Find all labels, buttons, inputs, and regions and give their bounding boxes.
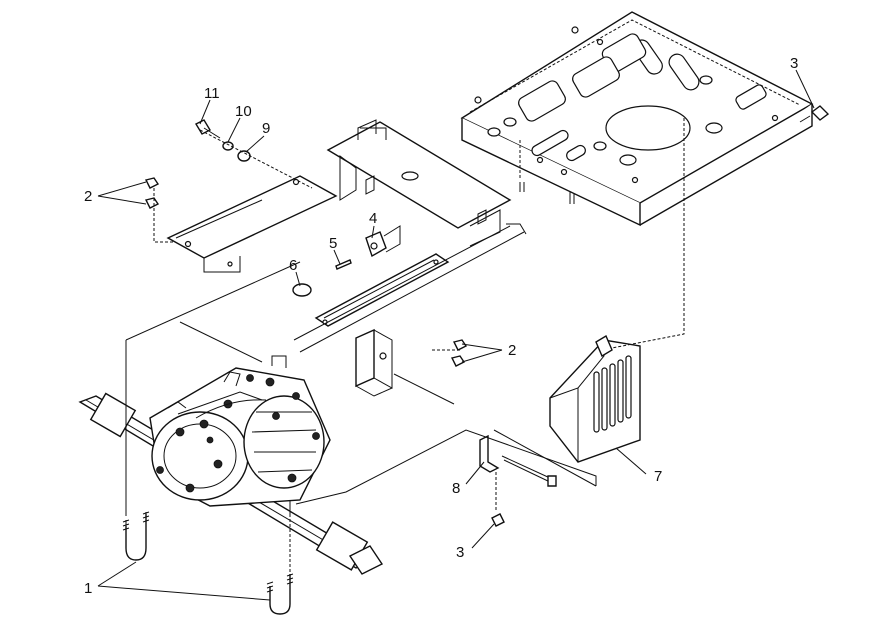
hardware (144, 105, 830, 527)
transaxle (78, 355, 384, 575)
callout-1: 1 (84, 580, 93, 597)
callout-8: 8 (452, 480, 461, 497)
u-bolt-left (122, 511, 150, 561)
callout-2-right: 2 (508, 342, 517, 359)
callout-9: 9 (262, 120, 271, 137)
deck-plate (460, 11, 814, 227)
callout-4: 4 (369, 210, 378, 227)
callout-3-bottom: 3 (456, 544, 465, 561)
u-bolt-right (266, 573, 294, 615)
leader-lines (97, 69, 815, 601)
callout-7: 7 (654, 468, 663, 485)
callout-2-left: 2 (84, 188, 93, 205)
callout-5: 5 (329, 235, 338, 252)
callout-3-top: 3 (790, 55, 799, 72)
upper-frame (166, 119, 527, 397)
callout-11: 11 (204, 85, 220, 102)
callout-6: 6 (289, 257, 298, 274)
assembly-lines (125, 118, 685, 572)
guard-grille (549, 334, 641, 463)
callout-10: 10 (235, 103, 252, 120)
